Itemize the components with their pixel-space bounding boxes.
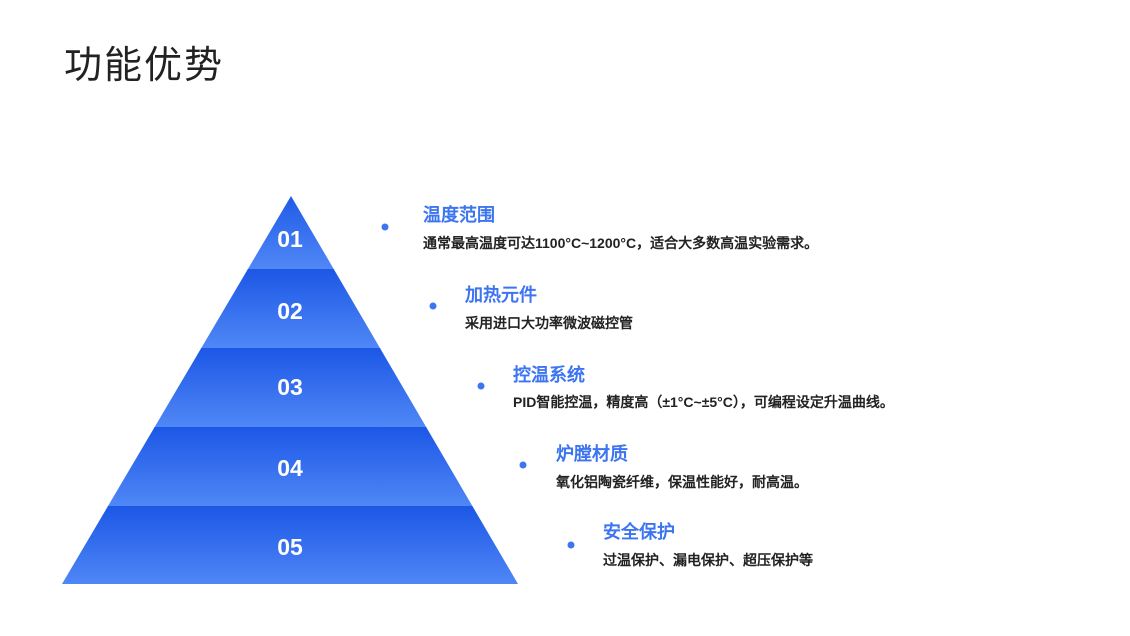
feature-title: 温度范围 bbox=[423, 205, 495, 225]
connector-1 bbox=[315, 223, 389, 231]
feature-description: 过温保护、漏电保护、超压保护等 bbox=[603, 552, 813, 568]
feature-description: 采用进口大功率微波磁控管 bbox=[465, 315, 633, 331]
feature-description: 通常最高温度可达1100°C~1200°C，适合大多数高温实验需求。 bbox=[423, 235, 819, 251]
feature-title: 安全保护 bbox=[603, 522, 675, 542]
layer-number: 02 bbox=[277, 298, 303, 324]
feature-description: 氧化铝陶瓷纤维，保温性能好，耐高温。 bbox=[556, 474, 808, 490]
layer-number: 01 bbox=[277, 226, 303, 252]
pyramid-layer-5 bbox=[62, 506, 518, 584]
page-title: 功能优势 bbox=[64, 45, 225, 87]
feature-title: 炉膛材质 bbox=[556, 444, 628, 464]
feature-description: PID智能控温，精度高（±1°C~±5°C），可编程设定升温曲线。 bbox=[513, 394, 894, 410]
connector-5 bbox=[470, 541, 575, 549]
layer-number: 04 bbox=[277, 455, 303, 481]
feature-title: 控温系统 bbox=[513, 365, 585, 385]
layer-number: 05 bbox=[277, 534, 303, 560]
layer-number: 03 bbox=[277, 374, 303, 400]
connector-3 bbox=[380, 382, 485, 390]
connector-2 bbox=[340, 302, 437, 310]
feature-title: 加热元件 bbox=[465, 285, 537, 305]
connector-4 bbox=[420, 461, 527, 469]
